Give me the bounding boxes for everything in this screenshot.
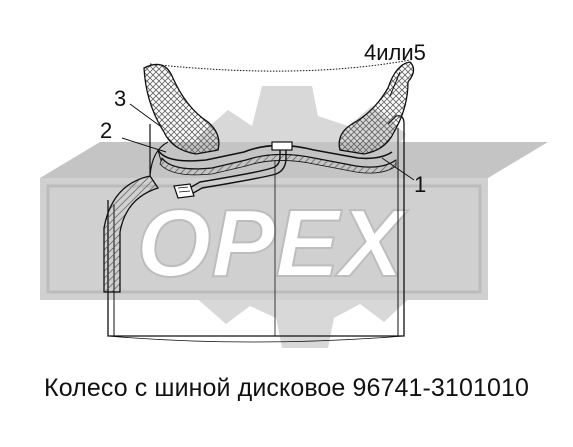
watermark-text: OPEX [137, 190, 409, 297]
callout-4or5: 4или5 [364, 40, 426, 65]
figure-caption: Колесо с шиной дисковое 96741-3101010 [44, 374, 529, 402]
leader-1 [381, 157, 415, 181]
valve-stem [185, 148, 281, 191]
tyre-left-sidewall [143, 63, 220, 155]
leader-4or5 [389, 71, 401, 97]
tyre-right-sidewall [338, 61, 415, 155]
callout-1: 1 [414, 172, 426, 197]
left-flange [103, 175, 160, 293]
leader-2 [121, 137, 167, 153]
callout-2: 2 [100, 118, 112, 143]
leader-3 [129, 103, 161, 127]
rim-drawing [103, 59, 415, 343]
callout-3: 3 [114, 86, 126, 111]
watermark-band [40, 142, 548, 300]
